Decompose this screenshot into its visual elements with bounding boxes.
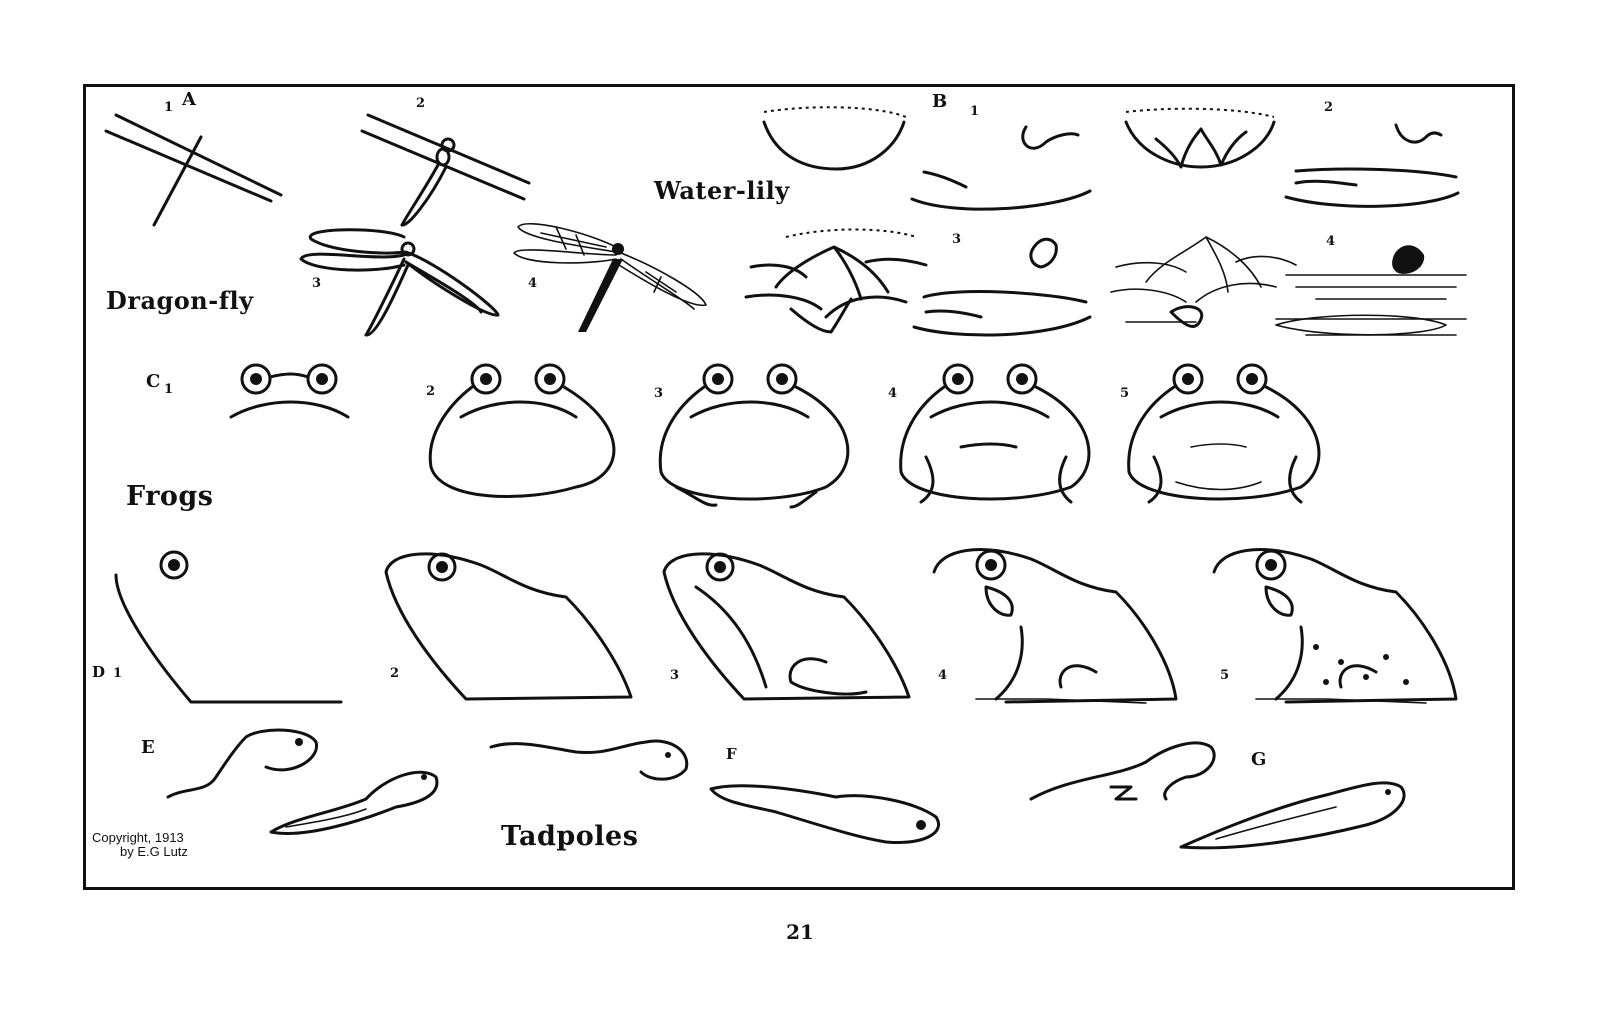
title-dragonfly: Dragon-fly [106, 286, 254, 315]
title-waterlily: Water-lily [654, 176, 790, 205]
section-letter-g: G [1251, 749, 1267, 770]
section-letter-a: A [182, 89, 196, 110]
copyright-line-2: by E.G Lutz [120, 844, 188, 859]
tadpole-g-1 [1029, 741, 1216, 801]
drawings [104, 106, 1467, 850]
frog-side-step-3-label: 3 [670, 668, 680, 683]
dragonfly-step-3-label: 3 [312, 276, 322, 291]
page-number: 21 [786, 920, 814, 944]
copyright-line-1: Copyright, 1913 [92, 830, 184, 845]
dragonfly-step-4 [513, 223, 707, 332]
frog-front-step-2 [428, 363, 616, 498]
dragonfly-step-1 [104, 113, 283, 227]
section-letter-e: E [141, 737, 155, 758]
section-letter-f: F [726, 745, 737, 763]
waterlily-step-2 [1124, 107, 1460, 208]
frog-side-step-1 [114, 550, 343, 704]
frog-front-step-4 [899, 363, 1091, 504]
frog-front-step-4-label: 4 [888, 386, 898, 401]
frog-front-step-2-label: 2 [426, 384, 436, 399]
dragonfly-step-3 [299, 228, 500, 337]
waterlily-step-1 [762, 106, 1092, 211]
tadpole-f-1 [489, 739, 689, 781]
frog-side-step-4-label: 4 [938, 668, 948, 683]
tadpole-f-2 [709, 784, 940, 844]
frog-front-step-1-label: 1 [164, 382, 174, 397]
frog-front-step-3-label: 3 [654, 386, 664, 401]
dragonfly-step-1-label: 1 [164, 100, 174, 115]
frog-side-step-2 [384, 552, 633, 701]
frog-side-step-5 [1212, 548, 1458, 704]
frog-side-step-2-label: 2 [390, 666, 400, 681]
copyright-notice: Copyright, 1913 by E.G Lutz [92, 831, 188, 859]
frog-side-step-1-label: 1 [113, 666, 123, 681]
frog-front-step-5-label: 5 [1120, 386, 1130, 401]
section-letter-c: C [146, 371, 161, 392]
dragonfly-step-4-label: 4 [528, 276, 538, 291]
frog-front-step-5 [1127, 363, 1321, 504]
frog-front-step-3 [658, 363, 850, 509]
waterlily-step-4-label: 4 [1326, 234, 1336, 249]
section-letter-b: B [932, 91, 948, 112]
dragonfly-step-2 [360, 113, 531, 227]
dragonfly-step-2-label: 2 [416, 96, 426, 111]
title-frogs: Frogs [126, 481, 214, 512]
title-tadpoles: Tadpoles [501, 821, 639, 852]
waterlily-step-3 [744, 228, 1092, 337]
waterlily-step-3-label: 3 [952, 232, 962, 247]
tadpole-e-1 [166, 728, 318, 799]
tadpole-g-2 [1179, 781, 1406, 850]
tadpole-e-2 [269, 770, 439, 835]
waterlily-step-1-label: 1 [970, 104, 980, 119]
frog-front-step-1 [229, 363, 350, 419]
frog-side-step-4 [932, 548, 1178, 704]
waterlily-step-4 [1110, 236, 1467, 336]
waterlily-step-2-label: 2 [1324, 100, 1334, 115]
frog-side-step-5-label: 5 [1220, 668, 1230, 683]
section-letter-d: D [92, 663, 106, 681]
frog-side-step-3 [662, 552, 911, 701]
illustration-plate: A B C D E F G 1 2 3 4 1 2 3 4 1 2 3 4 5 … [83, 84, 1515, 890]
